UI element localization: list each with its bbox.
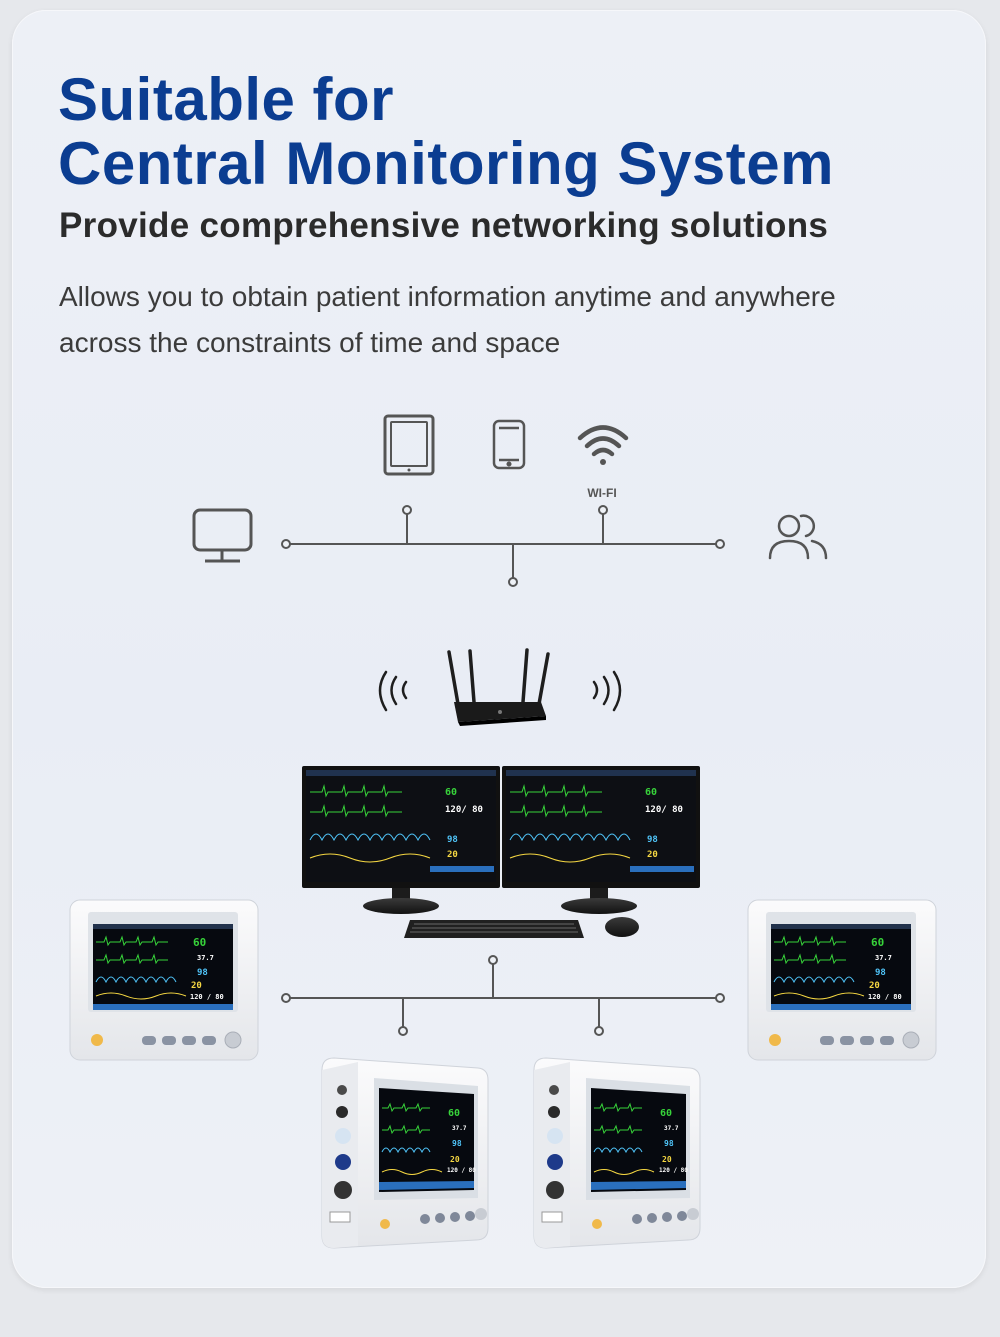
patient-monitor-left: 60 37.7 98 20 120 / 80 xyxy=(69,899,259,1061)
hr-value: 60 xyxy=(660,1108,672,1119)
central-station: 60 120/ 80 98 20 60 120/ 80 98 20 xyxy=(302,766,700,938)
page-description: Allows you to obtain patient information… xyxy=(59,281,836,358)
resp-value: 20 xyxy=(662,1155,672,1164)
wifi-label: WI-FI xyxy=(587,486,616,500)
title-line-2: Central Monitoring System xyxy=(58,130,834,197)
rotary-knob xyxy=(902,1031,920,1049)
desktop-icon xyxy=(192,508,253,563)
spo2-value: 98 xyxy=(197,968,208,978)
nibp-value: 120 / 80 xyxy=(659,1167,688,1174)
wifi-icon xyxy=(577,425,629,465)
patient-monitor-bottom-right: 60 37.7 98 20 120 / 80 xyxy=(533,1057,701,1249)
rotary-knob xyxy=(224,1031,242,1049)
svg-text:98: 98 xyxy=(447,835,458,845)
patient-monitor-right: 60 37.7 98 20 120 / 80 xyxy=(747,899,937,1061)
hr-value: 60 xyxy=(193,936,206,949)
hr-value: 60 xyxy=(448,1108,460,1119)
bottom-network-tree xyxy=(281,955,725,1036)
signal-waves-right xyxy=(592,670,622,712)
central-screen-right: 60 120/ 80 98 20 xyxy=(506,770,696,872)
svg-text:120/ 80: 120/ 80 xyxy=(645,805,683,815)
resp-value: 20 xyxy=(450,1155,460,1164)
temp-value: 37.7 xyxy=(664,1125,679,1132)
mouse xyxy=(605,917,639,937)
temp-value: 37.7 xyxy=(197,954,214,962)
tablet-icon xyxy=(383,414,435,476)
svg-text:120/ 80: 120/ 80 xyxy=(445,805,483,815)
title-line-1: Suitable for xyxy=(58,66,395,133)
nibp-value: 120 / 80 xyxy=(447,1167,476,1174)
hr-value: 60 xyxy=(871,936,884,949)
patient-monitor-bottom-left: 60 37.7 98 20 120 / 80 xyxy=(321,1057,489,1249)
power-button xyxy=(91,1034,103,1046)
central-screen-left: 60 120/ 80 98 20 xyxy=(306,770,496,872)
resp-value: 20 xyxy=(191,981,202,991)
svg-text:20: 20 xyxy=(647,850,658,860)
svg-text:20: 20 xyxy=(447,850,458,860)
svg-text:98: 98 xyxy=(647,835,658,845)
page-subtitle: Provide comprehensive networking solutio… xyxy=(59,206,829,245)
svg-text:60: 60 xyxy=(645,787,657,798)
power-button xyxy=(769,1034,781,1046)
router-icon xyxy=(447,648,550,726)
signal-waves-left xyxy=(378,670,408,712)
temp-value: 37.7 xyxy=(875,954,892,962)
spo2-value: 98 xyxy=(875,968,886,978)
spo2-value: 98 xyxy=(452,1139,462,1148)
nibp-value: 120 / 80 xyxy=(190,993,224,1001)
phone-icon xyxy=(492,419,526,470)
spo2-value: 98 xyxy=(664,1139,674,1148)
users-icon xyxy=(768,514,828,560)
svg-text:60: 60 xyxy=(445,787,457,798)
network-diagram: WI-FI xyxy=(69,414,937,1249)
temp-value: 37.7 xyxy=(452,1125,467,1132)
resp-value: 20 xyxy=(869,981,880,991)
nibp-value: 120 / 80 xyxy=(868,993,902,1001)
top-network-tree xyxy=(281,505,725,587)
